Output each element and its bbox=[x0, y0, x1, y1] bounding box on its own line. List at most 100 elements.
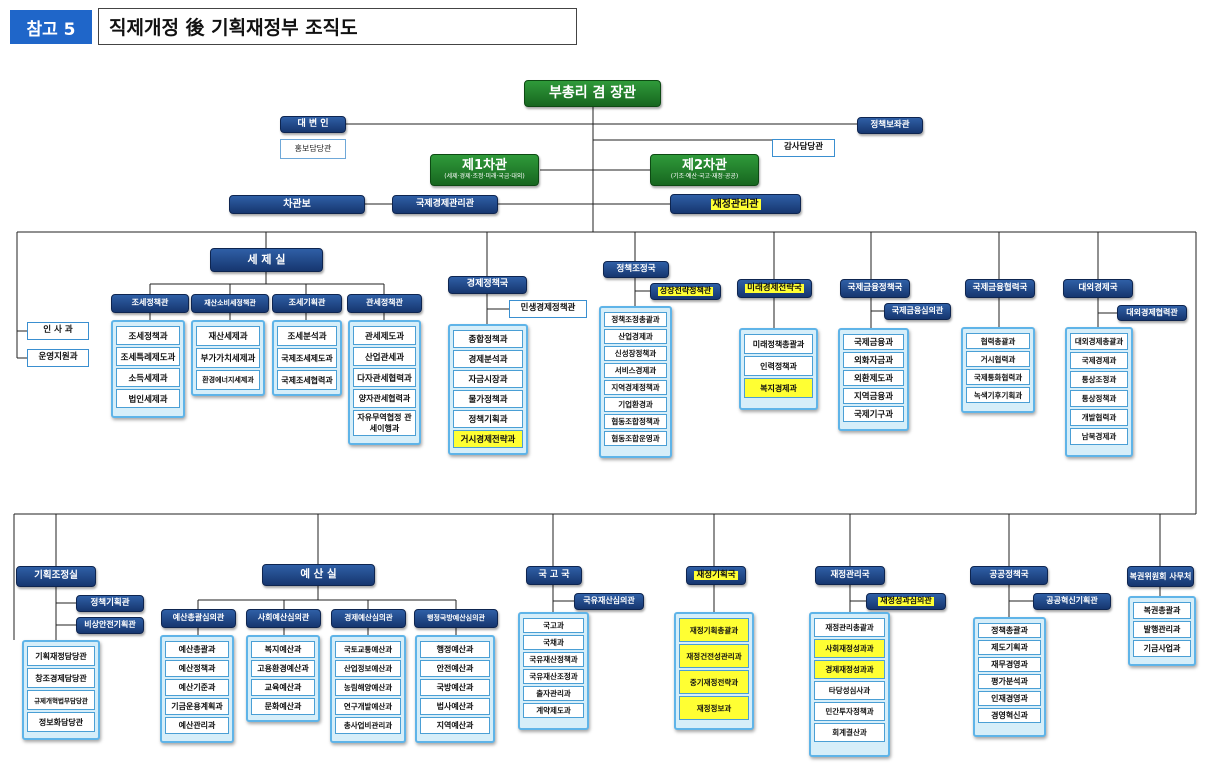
list-item: 타당성심사과 bbox=[814, 681, 885, 700]
list-item: 부가가치세제과 bbox=[196, 348, 260, 368]
list-item: 거시협력과 bbox=[966, 351, 1030, 367]
treasury-bureau: 국 고 국 bbox=[526, 566, 582, 585]
first-vice-minister-box: 제1차관 (세제·경제·조정·미래·국금·대외) bbox=[430, 154, 539, 186]
list-item: 경영혁신과 bbox=[978, 708, 1041, 723]
social-budget-head: 사회예산심의관 bbox=[246, 609, 321, 628]
list-item: 국제경제과 bbox=[1070, 352, 1128, 369]
intl-finance-officer: 국제금융심의관 bbox=[884, 303, 951, 320]
fiscal-manager-box: 재정관리관 bbox=[670, 194, 801, 214]
fiscal-performance-officer: 재정성과심의관 bbox=[866, 593, 946, 610]
list-item: 통상정책과 bbox=[1070, 390, 1128, 407]
list-item: 산업관세과 bbox=[353, 347, 416, 366]
list-item: 녹색기후기획과 bbox=[966, 387, 1030, 403]
list-item: 국방예산과 bbox=[420, 679, 490, 696]
property-tax-head: 재산소비세정책관 bbox=[191, 294, 269, 313]
growth-strategy-label: 성장전략정책관 bbox=[657, 286, 714, 296]
external-economy-bureau: 대외경제국 bbox=[1063, 279, 1133, 298]
defense-budget-head: 행정국방예산심의관 bbox=[414, 609, 498, 628]
list-item: 남북경제과 bbox=[1070, 428, 1128, 445]
list-item: 계약제도과 bbox=[523, 703, 584, 718]
list-item: 지역경제정책과 bbox=[604, 380, 667, 395]
second-vice-minister-title: 제2차관 bbox=[682, 158, 727, 174]
list-item: 재무경영과 bbox=[978, 657, 1041, 672]
list-item: 조세특례제도과 bbox=[116, 347, 180, 366]
spokesman-box: 대 변 인 bbox=[280, 116, 346, 133]
list-item: 재정기획총괄과 bbox=[679, 618, 749, 642]
list-item: 국제통화협력과 bbox=[966, 369, 1030, 385]
list-item: 산업경제과 bbox=[604, 329, 667, 344]
livelihood-policy-officer: 민생경제정책관 bbox=[509, 300, 587, 318]
list-item: 자금시장과 bbox=[453, 370, 523, 388]
fiscal-performance-label: 재정성과심의관 bbox=[878, 596, 934, 606]
intl-finance-policy-bureau: 국제금융정책국 bbox=[840, 279, 910, 298]
list-item: 지역예산과 bbox=[420, 717, 490, 734]
property-tax-list: 재산세제과 부가가치세제과 환경에너지세제과 bbox=[191, 320, 265, 396]
list-item: 협동조합정책과 bbox=[604, 414, 667, 429]
list-item: 개발협력과 bbox=[1070, 409, 1128, 426]
audit-officer-box: 감사담당관 bbox=[772, 139, 835, 157]
page-title: 직제개정 後 기획재정부 조직도 bbox=[98, 8, 577, 45]
list-item: 외환제도과 bbox=[843, 370, 904, 386]
policy-aide-box: 정책보좌관 bbox=[857, 117, 923, 134]
list-item: 행정예산과 bbox=[420, 641, 490, 658]
list-item: 총사업비관리과 bbox=[335, 717, 401, 734]
list-item: 규제개혁법무담당관 bbox=[27, 690, 95, 710]
list-item: 정책총괄과 bbox=[978, 623, 1041, 638]
fiscal-management-bureau: 재정관리국 bbox=[815, 566, 885, 585]
list-item: 회계결산과 bbox=[814, 723, 885, 742]
fiscal-planning-bureau: 재정기획국 bbox=[686, 566, 746, 585]
policy-planning-officer: 정책기획관 bbox=[76, 595, 144, 612]
list-item: 기금운용계획과 bbox=[165, 698, 229, 715]
list-item: 양자관세협력과 bbox=[353, 389, 416, 408]
list-item: 중기재정전략과 bbox=[679, 670, 749, 694]
list-item: 평가분석과 bbox=[978, 674, 1041, 689]
list-item: 발행관리과 bbox=[1133, 621, 1191, 638]
intl-econ-manager-box: 국제경제관리관 bbox=[392, 195, 498, 214]
economic-budget-head: 경제예산심의관 bbox=[331, 609, 406, 628]
list-item: 경제분석과 bbox=[453, 350, 523, 368]
tax-policy-list: 조세정책과 조세특례제도과 소득세제과 법인세제과 bbox=[111, 320, 185, 418]
budget-office-box: 예 산 실 bbox=[262, 564, 375, 586]
list-item: 고용환경예산과 bbox=[251, 660, 315, 677]
planning-office-box: 기획조정실 bbox=[16, 566, 96, 587]
policy-coordination-bureau: 정책조정국 bbox=[603, 261, 669, 278]
list-item: 문화예산과 bbox=[251, 698, 315, 715]
list-item: 제도기획과 bbox=[978, 640, 1041, 655]
list-item: 국제조세제도과 bbox=[277, 348, 337, 368]
list-item: 다자관세협력과 bbox=[353, 368, 416, 387]
list-item: 관세제도과 bbox=[353, 326, 416, 345]
list-item: 복지예산과 bbox=[251, 641, 315, 658]
emergency-safety-officer: 비상안전기획관 bbox=[76, 617, 144, 634]
first-vice-minister-scope: (세제·경제·조정·미래·국금·대외) bbox=[444, 173, 525, 181]
list-item: 국채과 bbox=[523, 635, 584, 650]
lottery-commission-box: 복권위원회 사무처 bbox=[1127, 566, 1194, 587]
list-item: 법인세제과 bbox=[116, 389, 180, 408]
pr-officer-box: 홍보담당관 bbox=[280, 139, 346, 159]
list-item: 정보화담당관 bbox=[27, 712, 95, 732]
list-item: 사회재정성과과 bbox=[814, 639, 885, 658]
tax-office-box: 세 제 실 bbox=[210, 248, 323, 272]
list-item: 정책조정총괄과 bbox=[604, 312, 667, 327]
list-item: 창조경제담당관 bbox=[27, 668, 95, 688]
list-item: 예산정책과 bbox=[165, 660, 229, 677]
list-item: 종합정책과 bbox=[453, 330, 523, 348]
list-item: 연구개발예산과 bbox=[335, 698, 401, 715]
first-vice-minister-title: 제1차관 bbox=[462, 158, 507, 174]
minister-box: 부총리 겸 장관 bbox=[524, 80, 661, 107]
list-item: 재산세제과 bbox=[196, 326, 260, 346]
external-coop-officer: 대외경제협력관 bbox=[1117, 305, 1187, 321]
list-item: 미래정책총괄과 bbox=[744, 334, 813, 354]
list-item: 민간투자정책과 bbox=[814, 702, 885, 721]
list-item: 대외경제총괄과 bbox=[1070, 333, 1128, 350]
list-item: 교육예산과 bbox=[251, 679, 315, 696]
